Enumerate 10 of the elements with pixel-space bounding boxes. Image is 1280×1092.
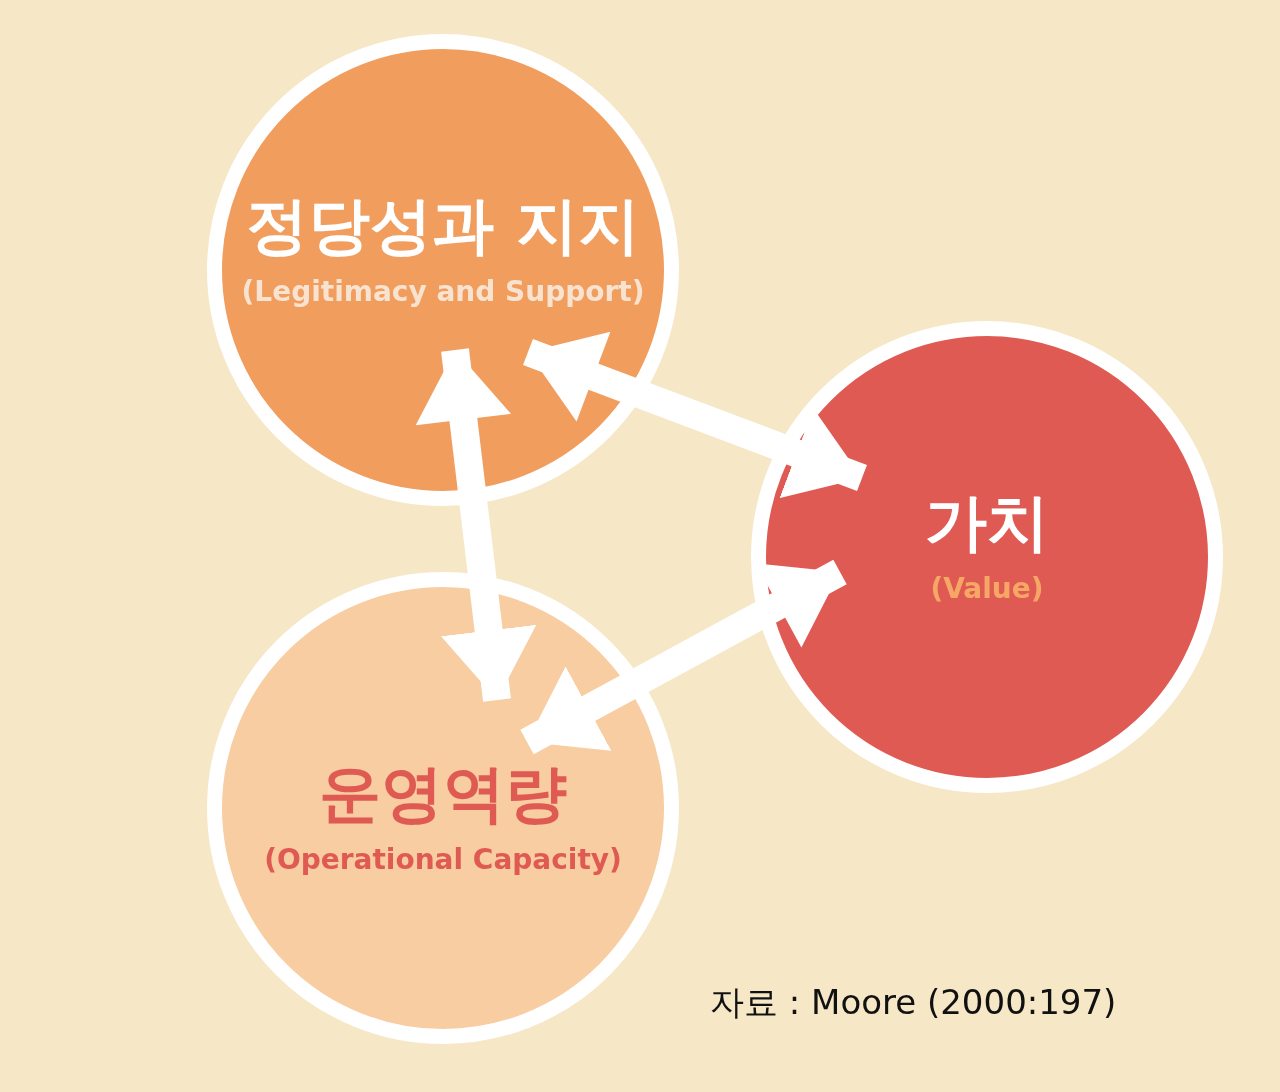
subtitle-text: (Operational Capacity): [264, 842, 622, 876]
subtitle-text: (Legitimacy and Support): [241, 274, 645, 308]
double-arrow: [415, 348, 537, 702]
heading-text: 운영역량: [319, 760, 567, 829]
heading-text: 정당성과 지지: [246, 192, 640, 261]
subtitle-text: (Value): [930, 571, 1044, 605]
double-arrow: [520, 559, 847, 755]
heading-text: 가치: [925, 489, 1049, 558]
double-arrow: [523, 331, 867, 499]
source-note: 자료 : Moore (2000:197): [710, 981, 1117, 1024]
